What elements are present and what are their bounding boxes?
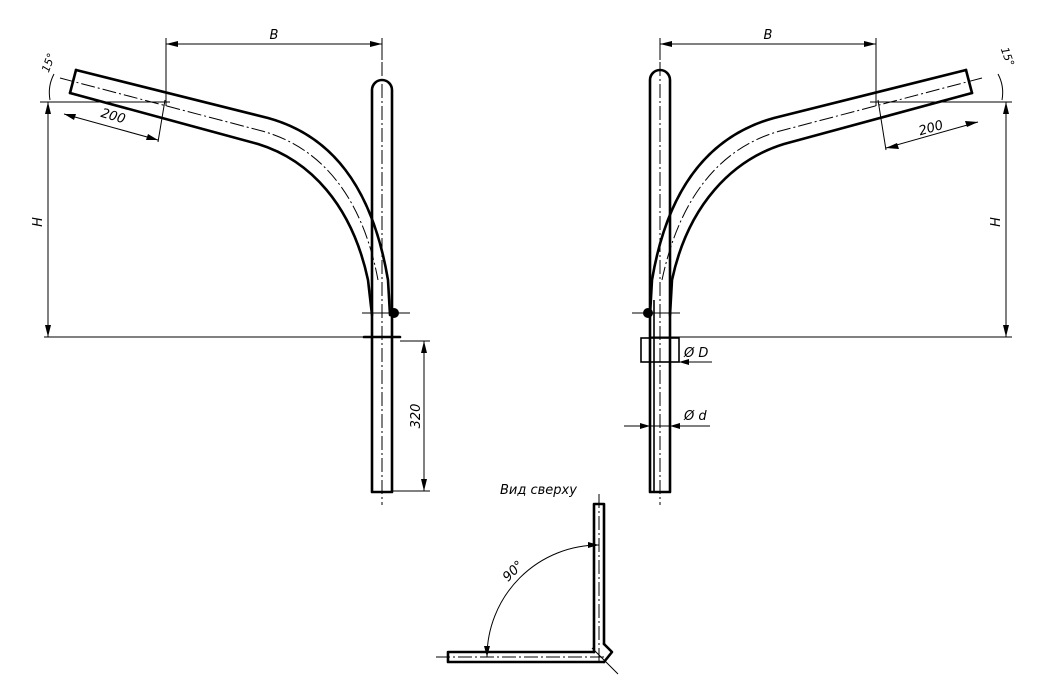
right-200-ext: [877, 99, 887, 151]
left-b-arrow-l: [166, 41, 178, 47]
left-arm-outer: [74, 68, 392, 317]
right-d-small-arrow-l: [640, 423, 650, 429]
left-h-arrow-bottom: [45, 325, 51, 337]
left-arm-inner: [68, 91, 374, 317]
right-h-arrow-bottom: [1003, 325, 1009, 337]
right-arm-end: [964, 68, 974, 95]
right-b-arrow-l: [660, 41, 672, 47]
left-15-label: 15°: [39, 51, 58, 74]
top-view-90-arc: [486, 544, 600, 658]
top-view-90-label: 90°: [500, 558, 527, 585]
top-view-90-arrow-top: [588, 542, 599, 548]
right-200-dim-line: [885, 121, 979, 149]
left-arm-axis: [59, 77, 379, 281]
left-vertical-pole: [370, 78, 394, 494]
right-b-label: B: [764, 28, 773, 43]
left-200-label: 200: [99, 106, 127, 127]
left-h-arrow-top: [45, 102, 51, 114]
top-view-90-arrow-left: [484, 646, 490, 657]
left-bolt-icon: [389, 308, 399, 318]
right-d-big-label: Ø D: [683, 346, 708, 361]
right-200-arrow-l: [886, 143, 899, 149]
right-d-big-arrow: [679, 359, 689, 365]
right-d-small-arrow-r: [670, 423, 680, 429]
right-200-label: 200: [917, 118, 945, 139]
left-b-label: B: [270, 28, 279, 43]
right-h-label: H: [989, 217, 1004, 227]
right-arm-outer: [648, 68, 968, 317]
left-arm-end: [68, 68, 78, 95]
right-b-arrow-r: [864, 41, 876, 47]
left-200-arrow-r: [146, 134, 158, 140]
right-arm-inner: [668, 91, 974, 317]
left-200-dim-line: [63, 113, 159, 141]
right-15-arc: [997, 73, 1004, 101]
left-b-arrow-r: [370, 41, 382, 47]
top-view-title: Вид сверху: [500, 483, 577, 498]
left-15-arc: [48, 73, 55, 101]
right-arm-axis: [661, 77, 983, 281]
top-view: Вид сверху 90°: [436, 483, 619, 675]
left-320-label: 320: [409, 404, 424, 429]
left-bracket-view: H B 200 15° 320: [31, 28, 430, 505]
left-h-label: H: [31, 217, 46, 227]
left-320-arrow-top: [421, 341, 427, 353]
right-d-small-label: Ø d: [683, 409, 707, 424]
left-320-arrow-bottom: [421, 479, 427, 491]
right-200-arrow-r: [965, 121, 978, 127]
left-200-arrow-l: [64, 114, 76, 120]
right-bracket-view: Ø D H B 200 15° Ø d: [624, 28, 1017, 505]
right-vertical-pole: [648, 68, 672, 494]
right-h-arrow-top: [1003, 102, 1009, 114]
top-view-corner-mark: [591, 647, 619, 675]
right-15-label: 15°: [998, 45, 1017, 68]
left-200-ext: [157, 99, 166, 143]
right-bolt-icon: [643, 308, 653, 318]
top-view-corner: [602, 642, 614, 664]
